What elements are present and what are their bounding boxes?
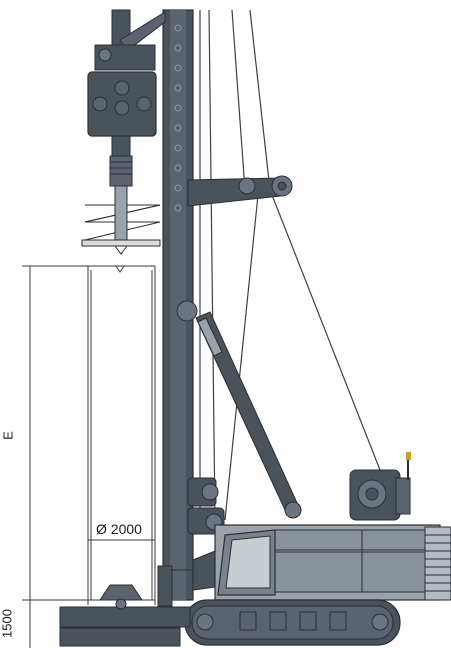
crawler-track [184,599,401,646]
base-height-label: 1500 [0,609,15,638]
diameter-label: Ø 2000 [96,521,142,537]
auger-tool [81,185,161,255]
casing-outline [87,265,156,605]
hydraulic-cylinder [176,300,302,519]
winch [349,452,411,521]
upper-carriage [214,524,451,601]
rotary-head [87,9,166,187]
mast-arm [187,175,293,207]
rope-lines [199,9,381,521]
depth-dimension [22,265,90,648]
base-frame [59,565,191,647]
depth-label: E [0,431,16,440]
